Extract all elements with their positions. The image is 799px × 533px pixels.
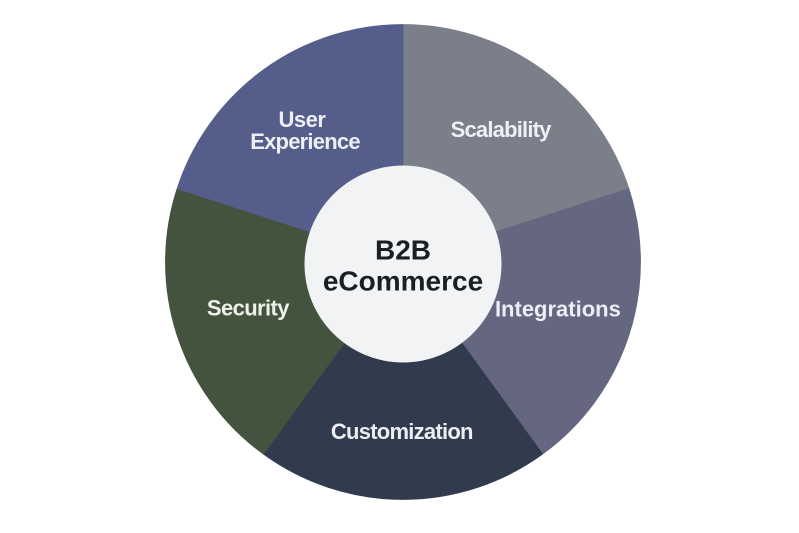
svg-text:B2B: B2B [375, 235, 431, 266]
svg-text:Security: Security [207, 296, 290, 321]
svg-text:Integrations: Integrations [495, 297, 621, 322]
svg-text:User: User [279, 107, 327, 132]
svg-text:Experience: Experience [250, 129, 360, 154]
svg-text:eCommerce: eCommerce [323, 266, 483, 297]
svg-text:Customization: Customization [331, 419, 473, 444]
svg-text:Scalability: Scalability [451, 117, 553, 142]
